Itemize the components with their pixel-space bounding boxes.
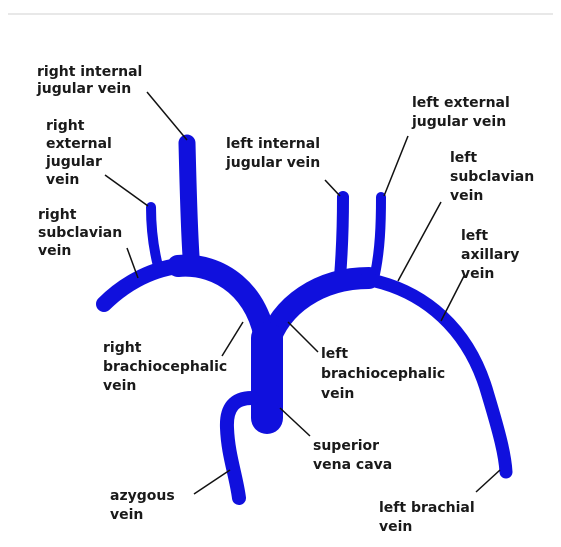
label-line: left brachial	[379, 500, 475, 516]
label-line: left internal	[226, 136, 320, 152]
label-line: left	[321, 346, 348, 362]
label-line: left	[450, 150, 477, 166]
label-line: right	[103, 340, 142, 356]
label-line: vein	[379, 519, 412, 535]
label-line: vein	[110, 507, 143, 523]
label-line: vein	[321, 386, 354, 402]
label-line: vein	[46, 172, 79, 188]
label-line: vein	[450, 188, 483, 204]
label-line: vena cava	[313, 457, 392, 473]
label-line: subclavian	[38, 225, 122, 241]
right-internal-jugular-vein-shape	[187, 143, 191, 256]
label-line: vein	[461, 266, 494, 282]
label-line: vein	[38, 243, 71, 259]
label-line: right internal	[37, 64, 142, 80]
label-line: subclavian	[450, 169, 534, 185]
label-line: left	[461, 228, 488, 244]
label-line: jugular vein	[36, 81, 131, 97]
label-line: external	[46, 136, 112, 152]
label-line: jugular vein	[411, 114, 506, 130]
label-line: brachiocephalic	[321, 366, 445, 382]
label-line: axillary	[461, 247, 519, 263]
label-line: jugular vein	[225, 155, 320, 171]
label-line: left external	[412, 95, 510, 111]
label-line: right	[38, 207, 77, 223]
label-line: vein	[103, 378, 136, 394]
left-internal-jugular-vein-shape	[340, 197, 343, 277]
label-line: superior	[313, 438, 379, 454]
label-line: jugular	[45, 154, 102, 170]
label-line: right	[46, 118, 85, 134]
label-line: brachiocephalic	[103, 359, 227, 375]
label-line: azygous	[110, 488, 175, 504]
label-right-internal-jugular-vein: right internal jugular vein	[36, 64, 147, 97]
